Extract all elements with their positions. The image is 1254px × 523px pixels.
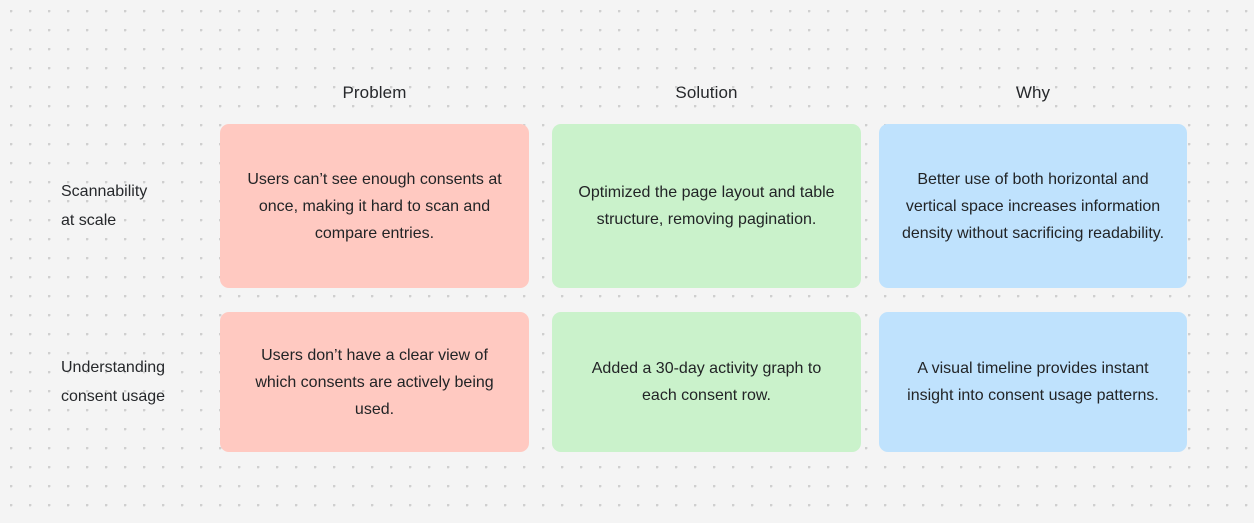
column-header-problem: Problem bbox=[220, 62, 529, 124]
column-header-solution: Solution bbox=[552, 62, 861, 124]
card-text: Better use of both horizontal and vertic… bbox=[901, 170, 1165, 242]
card-why-scannability-at-scale[interactable]: Better use of both horizontal and vertic… bbox=[879, 124, 1187, 288]
card-solution-understanding-consent-usage[interactable]: Added a 30-day activity graph to each co… bbox=[552, 312, 861, 452]
card-problem-understanding-consent-usage[interactable]: Users don’t have a clear view of which c… bbox=[220, 312, 529, 452]
row-label-scannability-at-scale: Scannability at scale bbox=[0, 124, 220, 288]
card-solution-scannability-at-scale[interactable]: Optimized the page layout and table stru… bbox=[552, 124, 861, 288]
row-label-line-2: at scale bbox=[61, 212, 117, 229]
row-label-line-2: consent usage bbox=[61, 388, 166, 405]
row-label-line-1: Scannability bbox=[61, 183, 148, 200]
card-why-understanding-consent-usage[interactable]: A visual timeline provides instant insig… bbox=[879, 312, 1187, 452]
card-text: Optimized the page layout and table stru… bbox=[578, 184, 835, 228]
column-header-problem-label: Problem bbox=[342, 83, 407, 102]
card-text: Users don’t have a clear view of which c… bbox=[255, 346, 494, 418]
row-label-understanding-consent-usage: Understanding consent usage bbox=[0, 312, 220, 452]
card-text: Added a 30-day activity graph to each co… bbox=[591, 360, 822, 404]
column-header-why: Why bbox=[879, 62, 1187, 124]
row-label-line-1: Understanding bbox=[61, 359, 166, 376]
column-header-why-label: Why bbox=[1015, 83, 1051, 102]
card-problem-scannability-at-scale[interactable]: Users can’t see enough consents at once,… bbox=[220, 124, 529, 288]
column-header-solution-label: Solution bbox=[675, 83, 738, 102]
card-text: Users can’t see enough consents at once,… bbox=[247, 170, 502, 242]
card-text: A visual timeline provides instant insig… bbox=[907, 360, 1159, 404]
